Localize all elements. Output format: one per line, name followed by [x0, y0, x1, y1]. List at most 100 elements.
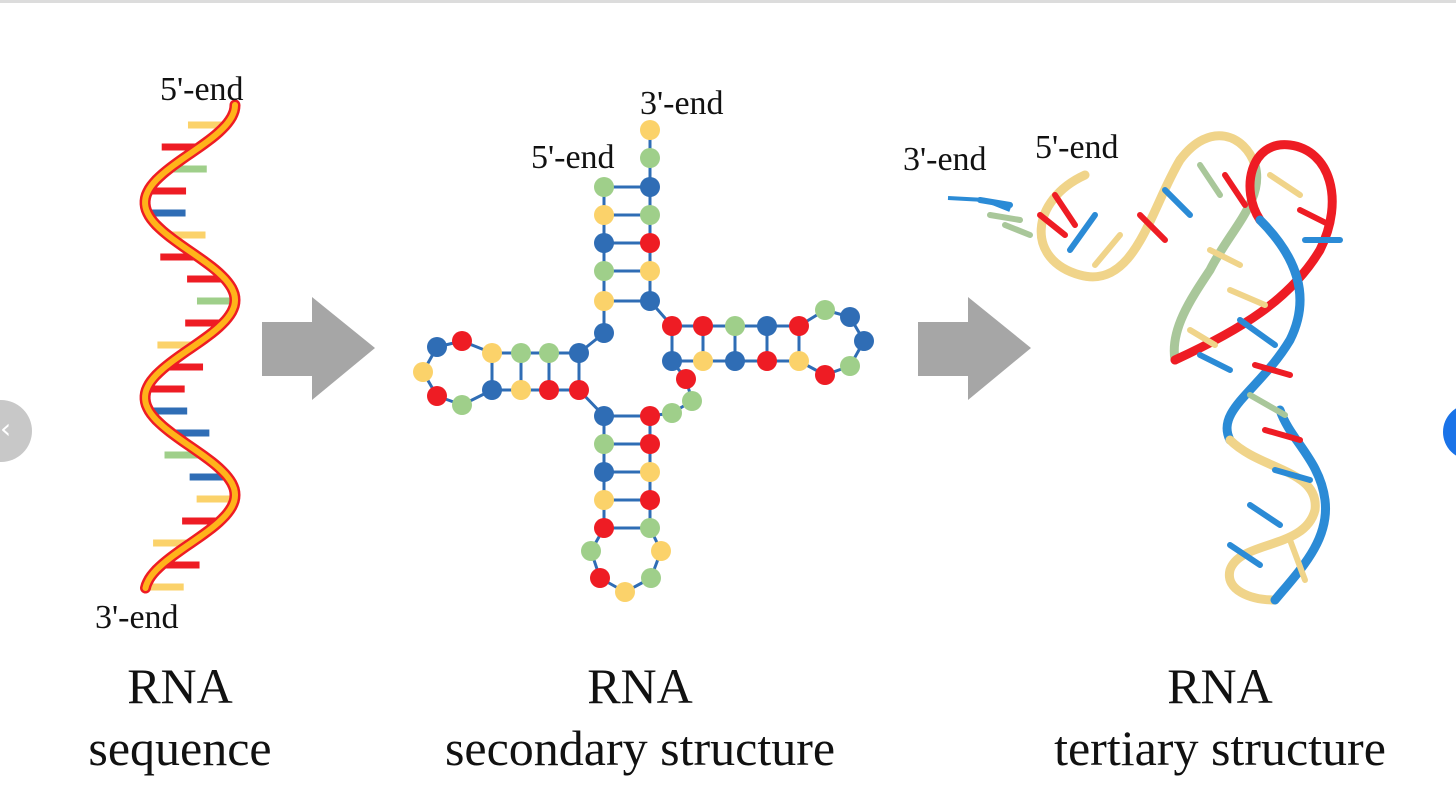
base-stick — [1162, 187, 1193, 218]
nucleotide — [615, 582, 635, 602]
base-stick — [1002, 222, 1033, 238]
nucleotide — [640, 148, 660, 168]
nucleotide — [594, 323, 614, 343]
rna-tertiary-structure-model — [947, 131, 1343, 605]
nucleotide — [693, 351, 713, 371]
nucleotide — [640, 462, 660, 482]
caption-secondary-title: RNA — [587, 658, 693, 714]
backbone-ribbon — [142, 102, 239, 591]
nucleotide — [640, 291, 660, 311]
caption-tertiary: RNA tertiary structure — [1010, 655, 1430, 779]
caption-sequence-subtitle: sequence — [88, 720, 272, 776]
nucleotide — [676, 369, 696, 389]
nucleotide — [662, 316, 682, 336]
nucleotide — [581, 541, 601, 561]
backbone-ribbon — [1222, 215, 1305, 445]
nucleotide — [662, 403, 682, 423]
base-stick — [1222, 172, 1248, 208]
nucleotide — [640, 233, 660, 253]
nucleotide — [682, 391, 702, 411]
nucleotide — [757, 351, 777, 371]
nucleotide — [651, 541, 671, 561]
nucleotide — [482, 343, 502, 363]
nucleotide — [594, 261, 614, 281]
nucleotide — [427, 337, 447, 357]
carousel-next-button[interactable] — [1443, 404, 1456, 460]
nucleotide — [840, 307, 860, 327]
base-stick — [1092, 232, 1123, 268]
nucleotide — [569, 343, 589, 363]
caption-tertiary-title: RNA — [1167, 658, 1273, 714]
nucleotide — [590, 568, 610, 588]
nucleotide — [594, 205, 614, 225]
base-stick — [1207, 247, 1243, 268]
nucleotide — [511, 380, 531, 400]
secondary-structure-nucleotides — [413, 120, 874, 602]
base-stick — [1197, 352, 1233, 373]
base-stick — [1272, 467, 1313, 483]
nucleotide — [594, 434, 614, 454]
caption-sequence: RNA sequence — [60, 655, 300, 779]
nucleotide — [757, 316, 777, 336]
base-stick — [1237, 317, 1278, 348]
base-stick — [1227, 542, 1263, 568]
nucleotide — [413, 362, 433, 382]
base-stick — [1297, 207, 1333, 228]
nucleotide — [594, 233, 614, 253]
nucleotide — [482, 380, 502, 400]
chevron-left-icon: ‹ — [0, 412, 12, 445]
nucleotide — [427, 386, 447, 406]
nucleotide — [594, 462, 614, 482]
caption-secondary: RNA secondary structure — [400, 655, 880, 779]
base-stick — [987, 212, 1023, 223]
caption-tertiary-subtitle: tertiary structure — [1054, 720, 1386, 776]
rna-sequence-helix — [139, 99, 241, 594]
backbone-tail — [947, 196, 1011, 212]
nucleotide — [789, 316, 809, 336]
tertiary-3-end-label: 3'-end — [903, 141, 987, 178]
nucleotide — [640, 177, 660, 197]
nucleotide — [594, 177, 614, 197]
nucleotide — [594, 406, 614, 426]
nucleotide — [725, 316, 745, 336]
base-stick — [1247, 392, 1288, 418]
nucleotide — [511, 343, 531, 363]
nucleotide — [594, 291, 614, 311]
nucleotide — [640, 261, 660, 281]
nucleotide — [854, 331, 874, 351]
nucleotide — [789, 351, 809, 371]
backbone-ribbon — [1036, 131, 1260, 282]
nucleotide — [640, 205, 660, 225]
base-stick — [1067, 212, 1098, 253]
base-stick — [1197, 162, 1223, 198]
base-stick — [1247, 502, 1283, 528]
nucleotide — [662, 351, 682, 371]
base-stick — [1187, 327, 1218, 348]
backbone-ribbon — [1170, 140, 1337, 365]
backbone-ribbon — [1169, 160, 1262, 365]
base-stick — [1267, 172, 1303, 198]
caption-sequence-title: RNA — [127, 658, 233, 714]
base-stick — [1287, 537, 1308, 583]
sequence-3-end-label: 3'-end — [95, 599, 179, 636]
arrow-secondary-to-tertiary — [918, 297, 1031, 400]
secondary-3-end-label: 3'-end — [640, 85, 724, 122]
nucleotide — [641, 568, 661, 588]
nucleotide — [640, 490, 660, 510]
base-stick — [1052, 192, 1078, 228]
nucleotide — [452, 331, 472, 351]
nucleotide — [539, 380, 559, 400]
nucleotide — [725, 351, 745, 371]
nucleotide — [693, 316, 713, 336]
nucleotide — [569, 380, 589, 400]
base-stick — [1262, 427, 1303, 443]
base-stick — [1037, 212, 1068, 238]
nucleotide — [594, 490, 614, 510]
nucleotide — [640, 406, 660, 426]
secondary-5-end-label: 5'-end — [531, 139, 615, 176]
nucleotide — [640, 434, 660, 454]
base-stick — [1252, 362, 1293, 378]
base-stick — [1137, 212, 1168, 243]
nucleotide — [452, 395, 472, 415]
